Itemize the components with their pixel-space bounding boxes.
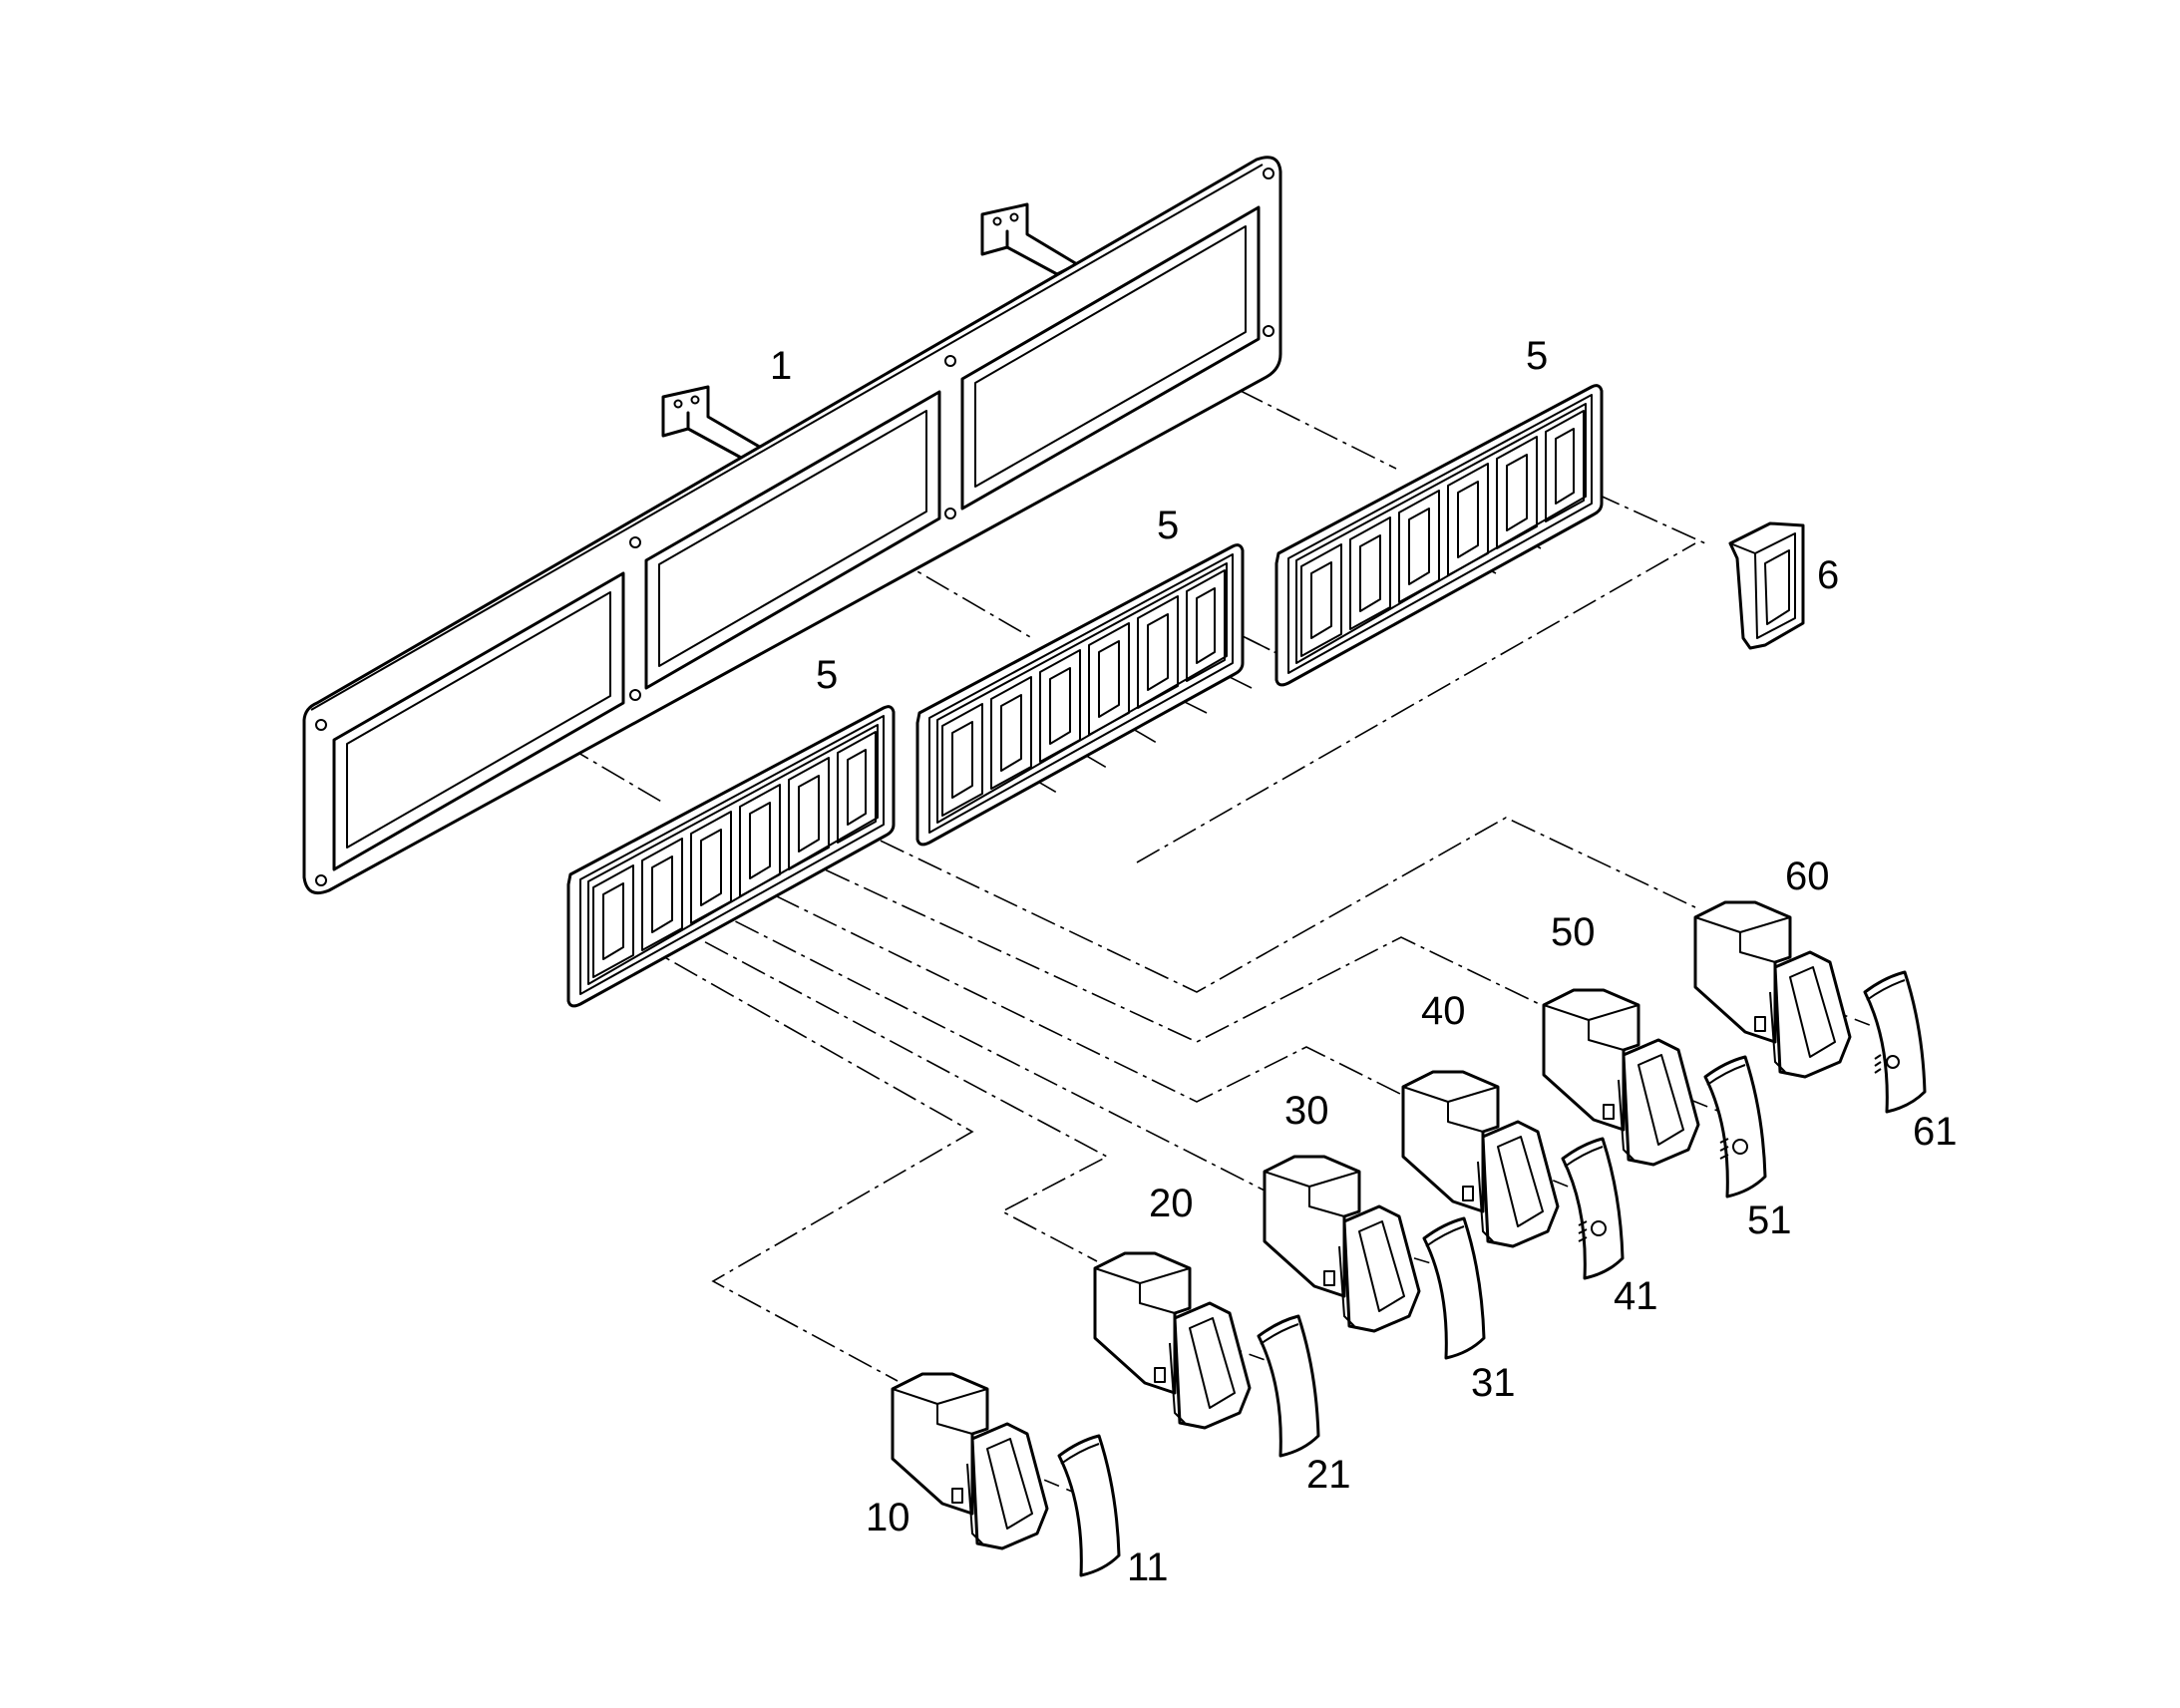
frame-hole bbox=[315, 719, 327, 731]
bezel-inner-rim2 bbox=[1295, 403, 1587, 664]
bezel-slots bbox=[941, 569, 1226, 817]
plug-recess bbox=[1764, 549, 1790, 625]
bezel-slots bbox=[1300, 410, 1585, 657]
switch-60 bbox=[1693, 900, 1852, 1079]
bezel-inner-rim2 bbox=[587, 724, 879, 985]
bezel-inner-rim bbox=[579, 715, 885, 995]
switch-10 bbox=[891, 1372, 1049, 1550]
frame-hole bbox=[1263, 168, 1274, 179]
label-switch-20: 20 bbox=[1149, 1182, 1194, 1225]
label-switch-10: 10 bbox=[866, 1496, 910, 1539]
callout-labels: 1 5 5 5 6 60 61 50 51 40 41 30 31 20 21 … bbox=[770, 334, 1958, 1589]
rear-bracket-left bbox=[661, 385, 765, 461]
bezel-middle bbox=[915, 543, 1245, 847]
plug-face bbox=[1754, 532, 1796, 639]
switch-40 bbox=[1401, 1070, 1560, 1248]
frame-hole bbox=[315, 874, 327, 886]
label-switch-50: 50 bbox=[1551, 910, 1596, 954]
frame-hole bbox=[629, 536, 641, 548]
label-bezel-left: 5 bbox=[816, 653, 838, 697]
frame-hole bbox=[1263, 325, 1274, 337]
bezel-inner-rim bbox=[928, 553, 1234, 834]
axis-plug bbox=[1595, 493, 1706, 544]
label-lens-31: 31 bbox=[1471, 1361, 1516, 1405]
lens-31 bbox=[1422, 1216, 1486, 1360]
axis-switch-50 bbox=[787, 852, 1557, 1043]
frame-plate-edge bbox=[310, 164, 1264, 711]
bezel-inner-rim bbox=[1287, 394, 1593, 674]
label-lens-51: 51 bbox=[1747, 1198, 1792, 1242]
bezel-slot-depth bbox=[602, 749, 867, 960]
axis-switch-60 bbox=[842, 817, 1696, 993]
axis-switch-40 bbox=[737, 876, 1417, 1103]
bezel-slot-depth bbox=[951, 587, 1216, 799]
label-bezel-right: 5 bbox=[1526, 334, 1548, 378]
frame-window-left-inner bbox=[346, 591, 611, 849]
axis-switch-10 bbox=[637, 941, 974, 1382]
switch-30 bbox=[1263, 1155, 1421, 1333]
frame-hole bbox=[629, 689, 641, 701]
rear-bracket-right bbox=[980, 202, 1079, 276]
frame-window-right bbox=[960, 205, 1261, 511]
fog-lamp-icon bbox=[1578, 1220, 1607, 1242]
frame-hole bbox=[944, 355, 956, 367]
frame-window-middle-inner bbox=[658, 410, 927, 667]
bracket-hole bbox=[1009, 212, 1019, 222]
bezel-left bbox=[566, 705, 896, 1008]
frame-window-middle bbox=[644, 390, 941, 690]
bracket-hole bbox=[690, 395, 700, 405]
switch-50 bbox=[1542, 988, 1700, 1167]
label-lens-41: 41 bbox=[1614, 1274, 1658, 1318]
label-switch-40: 40 bbox=[1421, 989, 1466, 1033]
lens-21 bbox=[1257, 1314, 1320, 1458]
frame-plate bbox=[302, 156, 1282, 895]
bezel-slot-depth bbox=[1310, 428, 1575, 639]
label-frame: 1 bbox=[770, 344, 792, 388]
rear-fog-lamp-icon bbox=[1719, 1138, 1748, 1160]
headlamp-icon bbox=[1874, 1054, 1900, 1074]
frame-window-right-inner bbox=[974, 225, 1247, 488]
lens-41 bbox=[1561, 1137, 1625, 1280]
axis-switch-20 bbox=[667, 921, 1109, 1262]
label-bezel-middle: 5 bbox=[1157, 504, 1179, 547]
blank-plug bbox=[1728, 521, 1805, 650]
frame-window-left bbox=[332, 571, 625, 871]
axis-switch-30 bbox=[697, 901, 1268, 1193]
label-blank-plug: 6 bbox=[1817, 553, 1839, 597]
plug-edge bbox=[1729, 542, 1756, 554]
lens-11 bbox=[1057, 1434, 1121, 1577]
label-lens-61: 61 bbox=[1913, 1110, 1958, 1154]
lens-51 bbox=[1703, 1055, 1767, 1198]
bezel-inner-rim2 bbox=[936, 562, 1228, 824]
bracket-hole bbox=[673, 399, 683, 409]
switch-20 bbox=[1093, 1251, 1252, 1430]
axis-right-return bbox=[1136, 542, 1696, 863]
bracket-hole bbox=[992, 216, 1002, 226]
label-lens-11: 11 bbox=[1127, 1545, 1169, 1589]
bezel-slots bbox=[592, 731, 877, 978]
label-switch-30: 30 bbox=[1284, 1089, 1329, 1133]
label-lens-21: 21 bbox=[1306, 1453, 1351, 1497]
lens-61 bbox=[1863, 970, 1927, 1114]
label-switch-60: 60 bbox=[1785, 854, 1830, 898]
mounting-frame bbox=[302, 156, 1282, 895]
frame-hole bbox=[944, 508, 956, 519]
bezel-right bbox=[1274, 384, 1604, 687]
